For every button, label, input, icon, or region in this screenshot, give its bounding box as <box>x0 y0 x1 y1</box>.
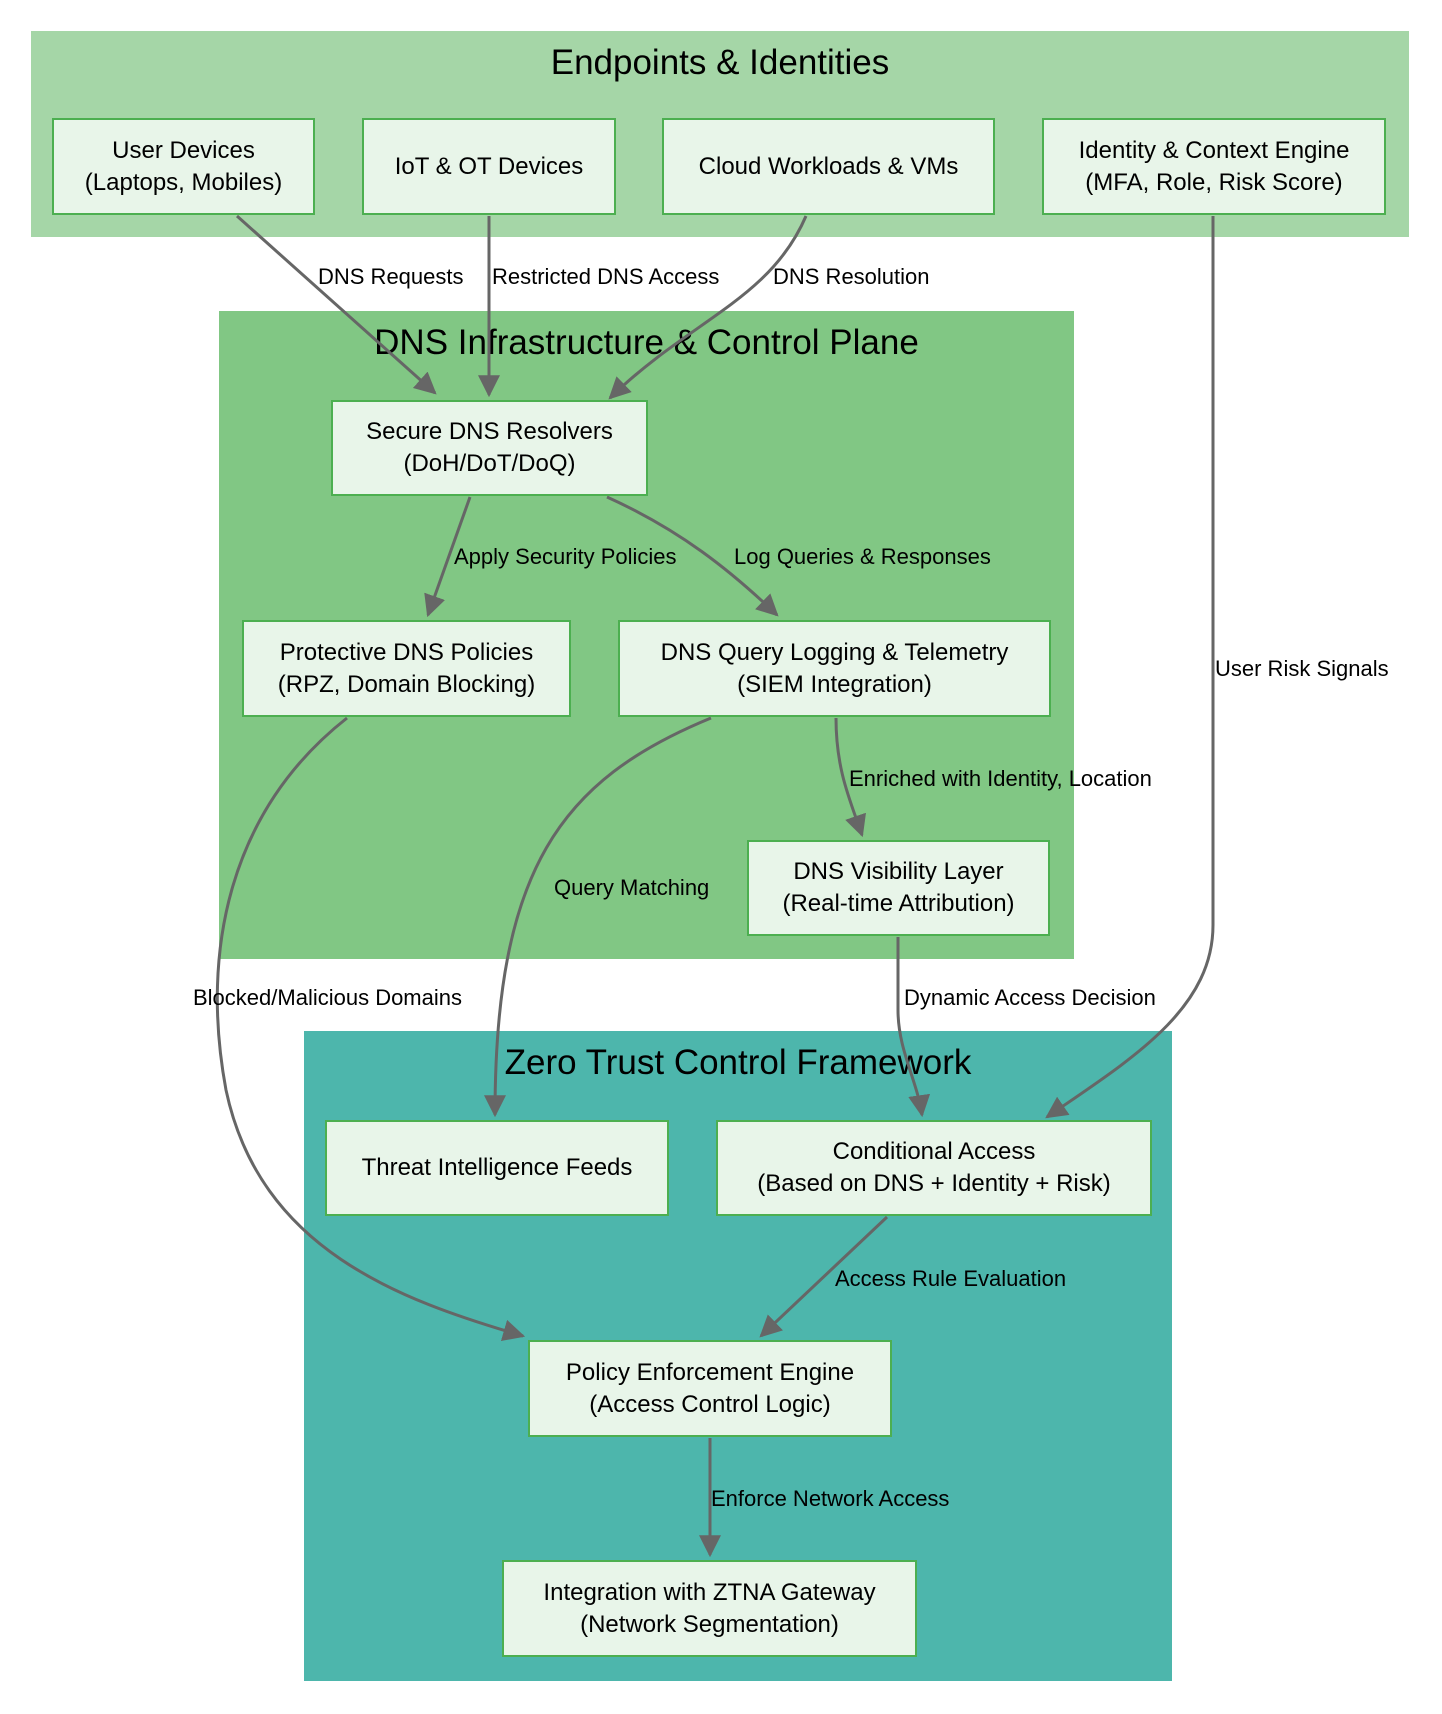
edge-dynamic-access <box>896 937 931 1118</box>
node-threat-intel-line1: Threat Intelligence Feeds <box>361 1154 633 1181</box>
node-conditional-access-line2: (Based on DNS + Identity + Risk) <box>757 1170 1111 1197</box>
edge-label-query-matching: Query Matching <box>554 875 709 900</box>
node-ztna-gateway-line2: (Network Segmentation) <box>580 1610 839 1638</box>
edge-label-enforce-network: Enforce Network Access <box>711 1486 949 1511</box>
node-query-logging-line1: DNS Query Logging & Telemetry <box>660 638 1009 666</box>
node-identity-engine[interactable]: Identity & Context Engine (MFA, Role, Ri… <box>1042 118 1386 215</box>
edge-enriched <box>834 717 866 838</box>
node-protective-dns-line1: Protective DNS Policies <box>279 638 534 666</box>
edge-apply-policies <box>424 496 472 618</box>
node-query-logging[interactable]: DNS Query Logging & Telemetry (SIEM Inte… <box>618 620 1051 717</box>
node-ztna-gateway-line1: Integration with ZTNA Gateway <box>543 1578 876 1606</box>
edge-label-enriched: Enriched with Identity, Location <box>849 766 1152 791</box>
node-visibility-layer-line2: (Real-time Attribution) <box>782 890 1015 917</box>
edge-label-dynamic-access: Dynamic Access Decision <box>904 985 1156 1010</box>
node-iot-devices[interactable]: IoT & OT Devices <box>362 118 616 215</box>
node-policy-engine-line2: (Access Control Logic) <box>589 1390 831 1418</box>
node-ztna-gateway[interactable]: Integration with ZTNA Gateway (Network S… <box>502 1560 917 1657</box>
node-visibility-layer[interactable]: DNS Visibility Layer (Real-time Attribut… <box>747 840 1050 936</box>
node-visibility-layer-line1: DNS Visibility Layer <box>793 858 1004 885</box>
cluster-zerotrust-title: Zero Trust Control Framework <box>504 1043 972 1082</box>
node-protective-dns-line2: (RPZ, Domain Blocking) <box>277 670 536 698</box>
node-secure-resolvers[interactable]: Secure DNS Resolvers (DoH/DoT/DoQ) <box>331 400 648 496</box>
node-protective-dns[interactable]: Protective DNS Policies (RPZ, Domain Blo… <box>242 620 571 717</box>
edge-query-matching <box>484 716 712 1118</box>
edge-label-user-risk: User Risk Signals <box>1215 656 1389 681</box>
edge-label-dns-requests: DNS Requests <box>318 264 464 289</box>
edge-label-restricted-dns: Restricted DNS Access <box>492 264 719 289</box>
edge-log-queries <box>606 495 779 617</box>
node-query-logging-line2: (SIEM Integration) <box>737 670 932 698</box>
node-cloud-workloads[interactable]: Cloud Workloads & VMs <box>662 118 995 215</box>
node-user-devices-line2: (Laptops, Mobiles) <box>84 168 283 196</box>
node-iot-devices-line1: IoT & OT Devices <box>394 152 584 180</box>
edge-blocked-domains <box>215 716 526 1341</box>
edge-label-apply-policies: Apply Security Policies <box>454 544 677 569</box>
cluster-endpoints-title: Endpoints & Identities <box>550 43 890 82</box>
edge-dns-requests <box>236 214 437 395</box>
edge-dns-resolution <box>608 215 808 400</box>
edge-label-blocked-domains: Blocked/Malicious Domains <box>193 985 462 1010</box>
node-identity-engine-line1: Identity & Context Engine <box>1078 136 1350 164</box>
node-user-devices-line1: User Devices <box>112 136 255 164</box>
edge-label-access-rule: Access Rule Evaluation <box>835 1266 1066 1291</box>
node-user-devices[interactable]: User Devices (Laptops, Mobiles) <box>52 118 315 215</box>
node-cloud-workloads-line1: Cloud Workloads & VMs <box>698 152 959 180</box>
edge-label-dns-resolution: DNS Resolution <box>773 264 930 289</box>
edge-label-log-queries: Log Queries & Responses <box>734 544 991 569</box>
edge-user-risk <box>1045 216 1215 1119</box>
node-identity-engine-line2: (MFA, Role, Risk Score) <box>1085 168 1343 196</box>
node-secure-resolvers-line1: Secure DNS Resolvers <box>366 418 613 445</box>
node-conditional-access[interactable]: Conditional Access (Based on DNS + Ident… <box>716 1120 1152 1216</box>
cluster-dns-title: DNS Infrastructure & Control Plane <box>374 323 919 362</box>
node-policy-engine[interactable]: Policy Enforcement Engine (Access Contro… <box>528 1340 892 1437</box>
node-threat-intel[interactable]: Threat Intelligence Feeds <box>325 1120 669 1216</box>
node-policy-engine-line1: Policy Enforcement Engine <box>565 1358 855 1386</box>
node-secure-resolvers-line2: (DoH/DoT/DoQ) <box>403 450 576 477</box>
edge-access-rule <box>759 1215 889 1338</box>
node-conditional-access-line1: Conditional Access <box>832 1138 1036 1165</box>
